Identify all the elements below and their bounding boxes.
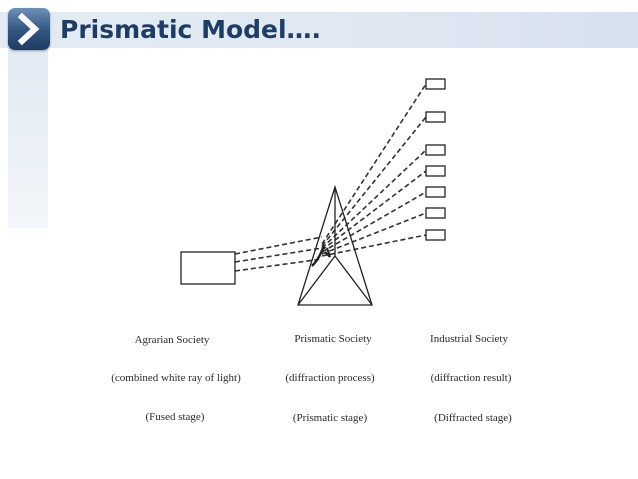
- white-light-source-box: [180, 251, 236, 285]
- diffracted-ray: [321, 170, 427, 251]
- output-box: [425, 229, 446, 241]
- output-box: [425, 165, 446, 177]
- diffracted-ray: [321, 149, 427, 249]
- output-box: [425, 207, 446, 219]
- prism-outline: [297, 184, 373, 306]
- diffracted-ray: [321, 234, 427, 257]
- industrial-description: (diffraction result): [431, 372, 512, 384]
- output-box: [425, 186, 446, 198]
- output-box: [425, 144, 446, 156]
- agrarian-society-label: Agrarian Society: [135, 334, 210, 346]
- incoming-ray: [234, 236, 323, 255]
- refraction-mark: [324, 247, 331, 258]
- diffracted-rays: [321, 83, 427, 257]
- diffracted-ray: [321, 116, 427, 247]
- output-box: [425, 111, 446, 123]
- agrarian-stage: (Fused stage): [146, 411, 205, 423]
- stage-labels: Agrarian Society Prismatic Society Indus…: [111, 333, 512, 424]
- prismatic-stage: (Prismatic stage): [293, 412, 368, 424]
- incoming-ray: [234, 247, 323, 263]
- diffracted-ray: [321, 212, 427, 255]
- agrarian-description: (combined white ray of light): [111, 372, 241, 384]
- white-light-rays: [234, 236, 323, 272]
- prismatic-society-label: Prismatic Society: [294, 333, 372, 345]
- slide-title: Prismatic Model….: [60, 15, 322, 44]
- chevron-right-icon: [8, 8, 50, 50]
- title-bar-background: [0, 12, 638, 48]
- industrial-stage: (Diffracted stage): [434, 412, 512, 424]
- prism-inner-edges: [297, 254, 373, 306]
- output-boxes: [425, 78, 446, 241]
- prism: [297, 184, 373, 306]
- industrial-society-label: Industrial Society: [430, 333, 508, 345]
- output-box: [425, 78, 446, 90]
- prismatic-description: (diffraction process): [285, 372, 375, 384]
- incoming-ray: [234, 258, 323, 272]
- refraction-curve: [311, 244, 326, 267]
- diffracted-ray: [321, 191, 427, 253]
- side-accent-strip: [8, 48, 48, 228]
